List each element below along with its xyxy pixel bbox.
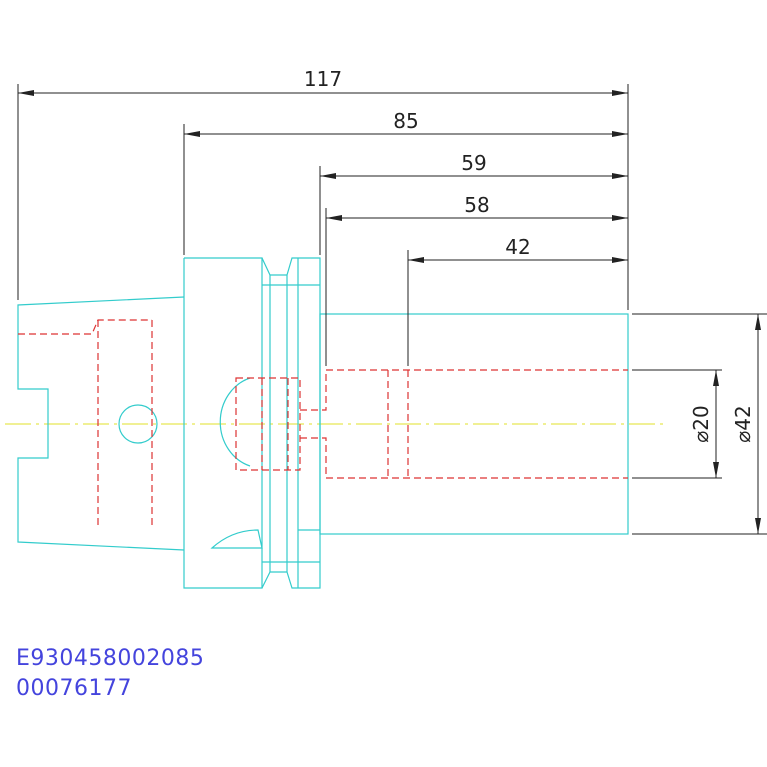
dim-42-label: 42 (505, 235, 530, 259)
flange-outline (183, 257, 263, 589)
hidden-lines (18, 319, 628, 527)
pocket-hidden (235, 377, 301, 471)
drive-slot-arc (219, 377, 251, 467)
collet-bore (300, 369, 628, 411)
taper-shank-outline (17, 296, 185, 551)
part-outline (17, 257, 629, 589)
dim-58-label: 58 (464, 193, 489, 217)
collet-bore-bottom (300, 437, 628, 479)
inner-bore-left (18, 319, 152, 335)
part-code-text: E930458002085 (16, 646, 205, 671)
dim-117-label: 117 (304, 67, 342, 91)
dim-dia42-label: ⌀42 (731, 405, 755, 443)
cylinder-body (319, 313, 629, 535)
dim-dia20-label: ⌀20 (689, 405, 713, 443)
dim-85-label: 85 (393, 109, 418, 133)
flange-groove (261, 257, 321, 589)
part-number-text: 00076177 (16, 676, 132, 701)
cross-hole-circle (118, 404, 158, 444)
key-notch (210, 529, 263, 549)
dimensions: 117 85 59 58 42 ⌀20 ⌀42 (17, 67, 767, 535)
dim-59-label: 59 (461, 151, 486, 175)
